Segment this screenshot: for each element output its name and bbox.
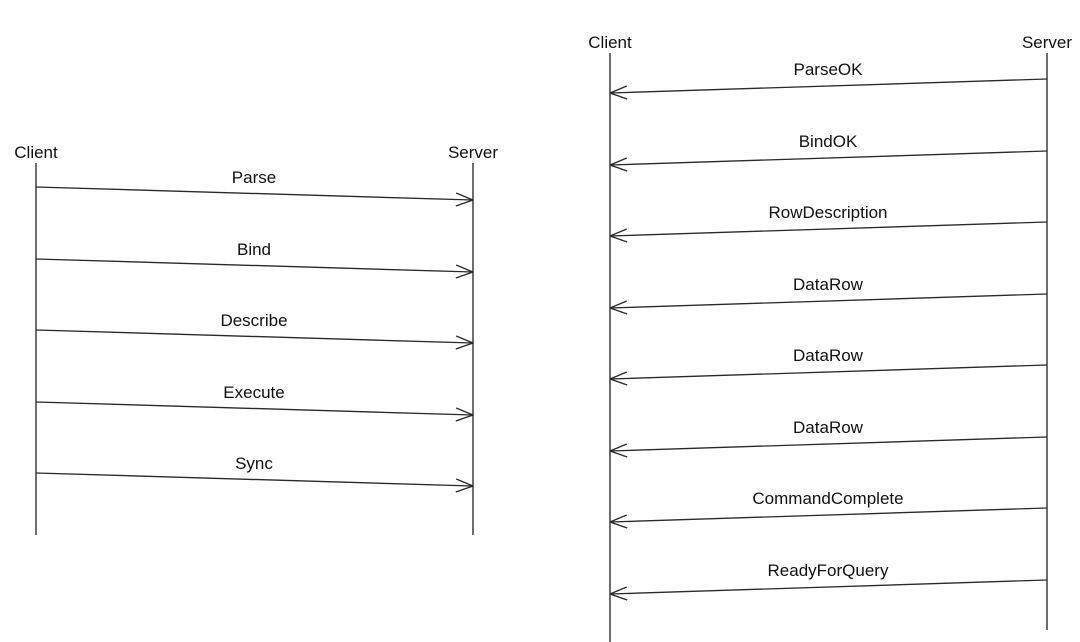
arrowhead	[455, 407, 474, 416]
message-label: RowDescription	[768, 203, 887, 222]
message-label: DataRow	[793, 418, 864, 437]
message-label: DataRow	[793, 275, 864, 294]
message-label: ReadyForQuery	[768, 561, 889, 580]
arrowhead	[455, 414, 474, 422]
message-arrow	[609, 436, 1048, 452]
arrowhead	[609, 443, 628, 452]
arrowhead	[609, 378, 628, 386]
message-label: BindOK	[799, 132, 858, 151]
arrowhead	[609, 85, 628, 94]
message-arrow	[35, 186, 474, 201]
arrowhead	[455, 264, 474, 273]
message-label: Parse	[232, 168, 276, 187]
arrowhead	[455, 192, 474, 201]
message-arrow	[609, 579, 1048, 595]
message-label: Execute	[223, 383, 284, 402]
actor-label: Client	[14, 143, 58, 162]
arrowhead	[455, 335, 474, 344]
message-label: Bind	[237, 240, 271, 259]
message-label: ParseOK	[794, 60, 864, 79]
message-arrow	[35, 401, 474, 416]
message-arrow	[609, 221, 1048, 237]
message-arrow	[609, 364, 1048, 380]
message-label: CommandComplete	[752, 489, 903, 508]
message-label: Sync	[235, 454, 273, 473]
message-arrow	[609, 507, 1048, 523]
arrowhead	[455, 342, 474, 350]
arrowhead	[609, 164, 628, 172]
arrowhead	[455, 478, 474, 487]
actor-label: Server	[1022, 33, 1072, 52]
message-label: DataRow	[793, 346, 864, 365]
arrowhead	[609, 235, 628, 243]
arrowhead	[609, 371, 628, 380]
arrowhead	[455, 485, 474, 493]
actor-label: Server	[448, 143, 498, 162]
actor-label: Client	[588, 33, 632, 52]
message-arrow	[609, 293, 1048, 309]
arrowhead	[609, 228, 628, 237]
arrowhead	[455, 199, 474, 207]
arrowhead	[609, 450, 628, 458]
message-arrow	[609, 78, 1048, 94]
arrowhead	[609, 521, 628, 529]
message-label: Describe	[220, 311, 287, 330]
arrowhead	[609, 157, 628, 166]
arrowhead	[609, 307, 628, 315]
message-arrow	[35, 329, 474, 344]
arrowhead	[609, 514, 628, 523]
arrowhead	[609, 586, 628, 595]
arrowhead	[609, 92, 628, 100]
message-arrow	[35, 472, 474, 487]
arrowhead	[609, 593, 628, 601]
arrowhead	[609, 300, 628, 309]
message-arrow	[609, 150, 1048, 166]
arrowhead	[455, 271, 474, 279]
message-arrow	[35, 258, 474, 273]
